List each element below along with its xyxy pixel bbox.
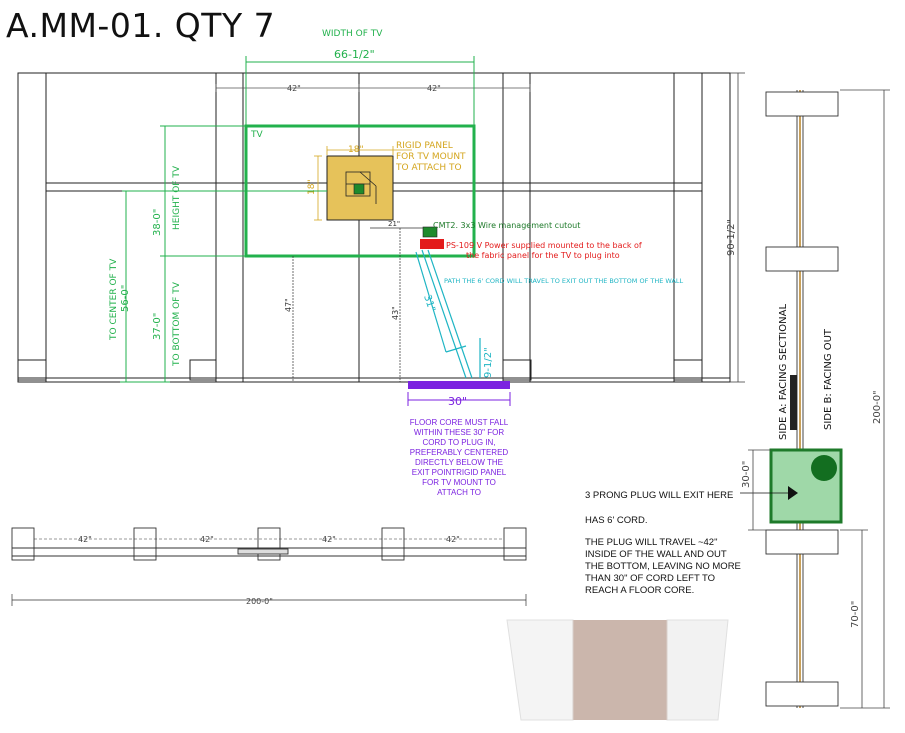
side-30: 30-0" [741,461,752,488]
plan-42-b: 42" [200,535,214,544]
dim-47: 47" [284,298,293,312]
plan-view [11,527,527,606]
tv-label: TV [250,130,263,140]
dimension-42-top [215,84,531,92]
floor-core-note: FLOOR CORE MUST FALL WITHIN THESE 30" FO… [409,418,509,497]
side-b-label: SIDE B: FACING OUT [823,328,834,430]
side-a-label: SIDE A: FACING SECTIONAL [778,304,789,440]
has-cord-note: HAS 6' CORD. [585,515,648,526]
cord-path-label: PATH THE 6' CORD WILL TRAVEL TO EXIT OUT… [444,277,684,285]
side-view [765,90,839,708]
floor-core-zone [408,381,510,389]
rigid-panel-line1: RIGID PANEL [396,141,453,151]
to-center-label: TO CENTER OF TV [109,258,119,341]
panel-height-dim: 18" [307,179,317,195]
plan-42-c: 42" [322,535,336,544]
dim-30-floor: 30" [448,395,467,408]
side-70: 70-0" [850,601,861,628]
plan-42-d: 42" [446,535,460,544]
plug-arrow [788,486,798,500]
side-tv [790,375,797,430]
dim-21: 21" [388,220,400,228]
dim-90-half: 90-1/2" [726,219,737,256]
plan-42-a: 42" [78,535,92,544]
ps-label-2: the fabric panel for the TV to plug into [466,251,620,260]
plug-exit-note: 3 PRONG PLUG WILL EXIT HERE [585,490,734,501]
to-center-dim: 56-0" [120,285,131,312]
mount-point [353,183,365,195]
panel-photo [506,619,729,721]
ps-label: PS-109 V Power supplied mounted to the b… [446,241,642,250]
dim-9-half: 9-1/2" [483,347,494,378]
cord-path [415,249,481,379]
dim-42-a: 42" [287,84,301,93]
floor-core-circle [811,455,837,481]
to-bottom-label: TO BOTTOM OF TV [172,281,182,367]
panel-width-dim: 18" [348,145,364,155]
width-dim-label: 66-1/2" [334,48,375,61]
dim-42-b: 42" [427,84,441,93]
rigid-panel-line3: TO ATTACH TO [395,163,462,173]
side-200: 200-0" [872,390,883,424]
wall-elevation [17,72,731,383]
width-of-tv-dimension [245,56,475,126]
height-of-tv-dim: 38-0" [152,209,163,236]
power-supply [420,239,444,249]
left-vertical-dims [120,125,327,383]
drawing-title: A.MM-01. QTY 7 [6,6,276,45]
bottom-dim: 37-0" [152,313,163,340]
plan-200: 200-0" [246,597,273,606]
rigid-panel-line2: FOR TV MOUNT [396,152,466,162]
height-of-tv-label: HEIGHT OF TV [172,165,182,230]
width-of-tv-label: WIDTH OF TV [322,29,383,39]
plug-travel-note: THE PLUG WILL TRAVEL ~42" INSIDE OF THE … [585,537,741,596]
dim-43: 43" [391,306,400,320]
wire-cutout [422,226,438,238]
dim-31: 31" [421,294,437,314]
cmt-label: CMT2. 3x3 Wire management cutout [433,221,580,230]
wall-outline [17,72,731,383]
